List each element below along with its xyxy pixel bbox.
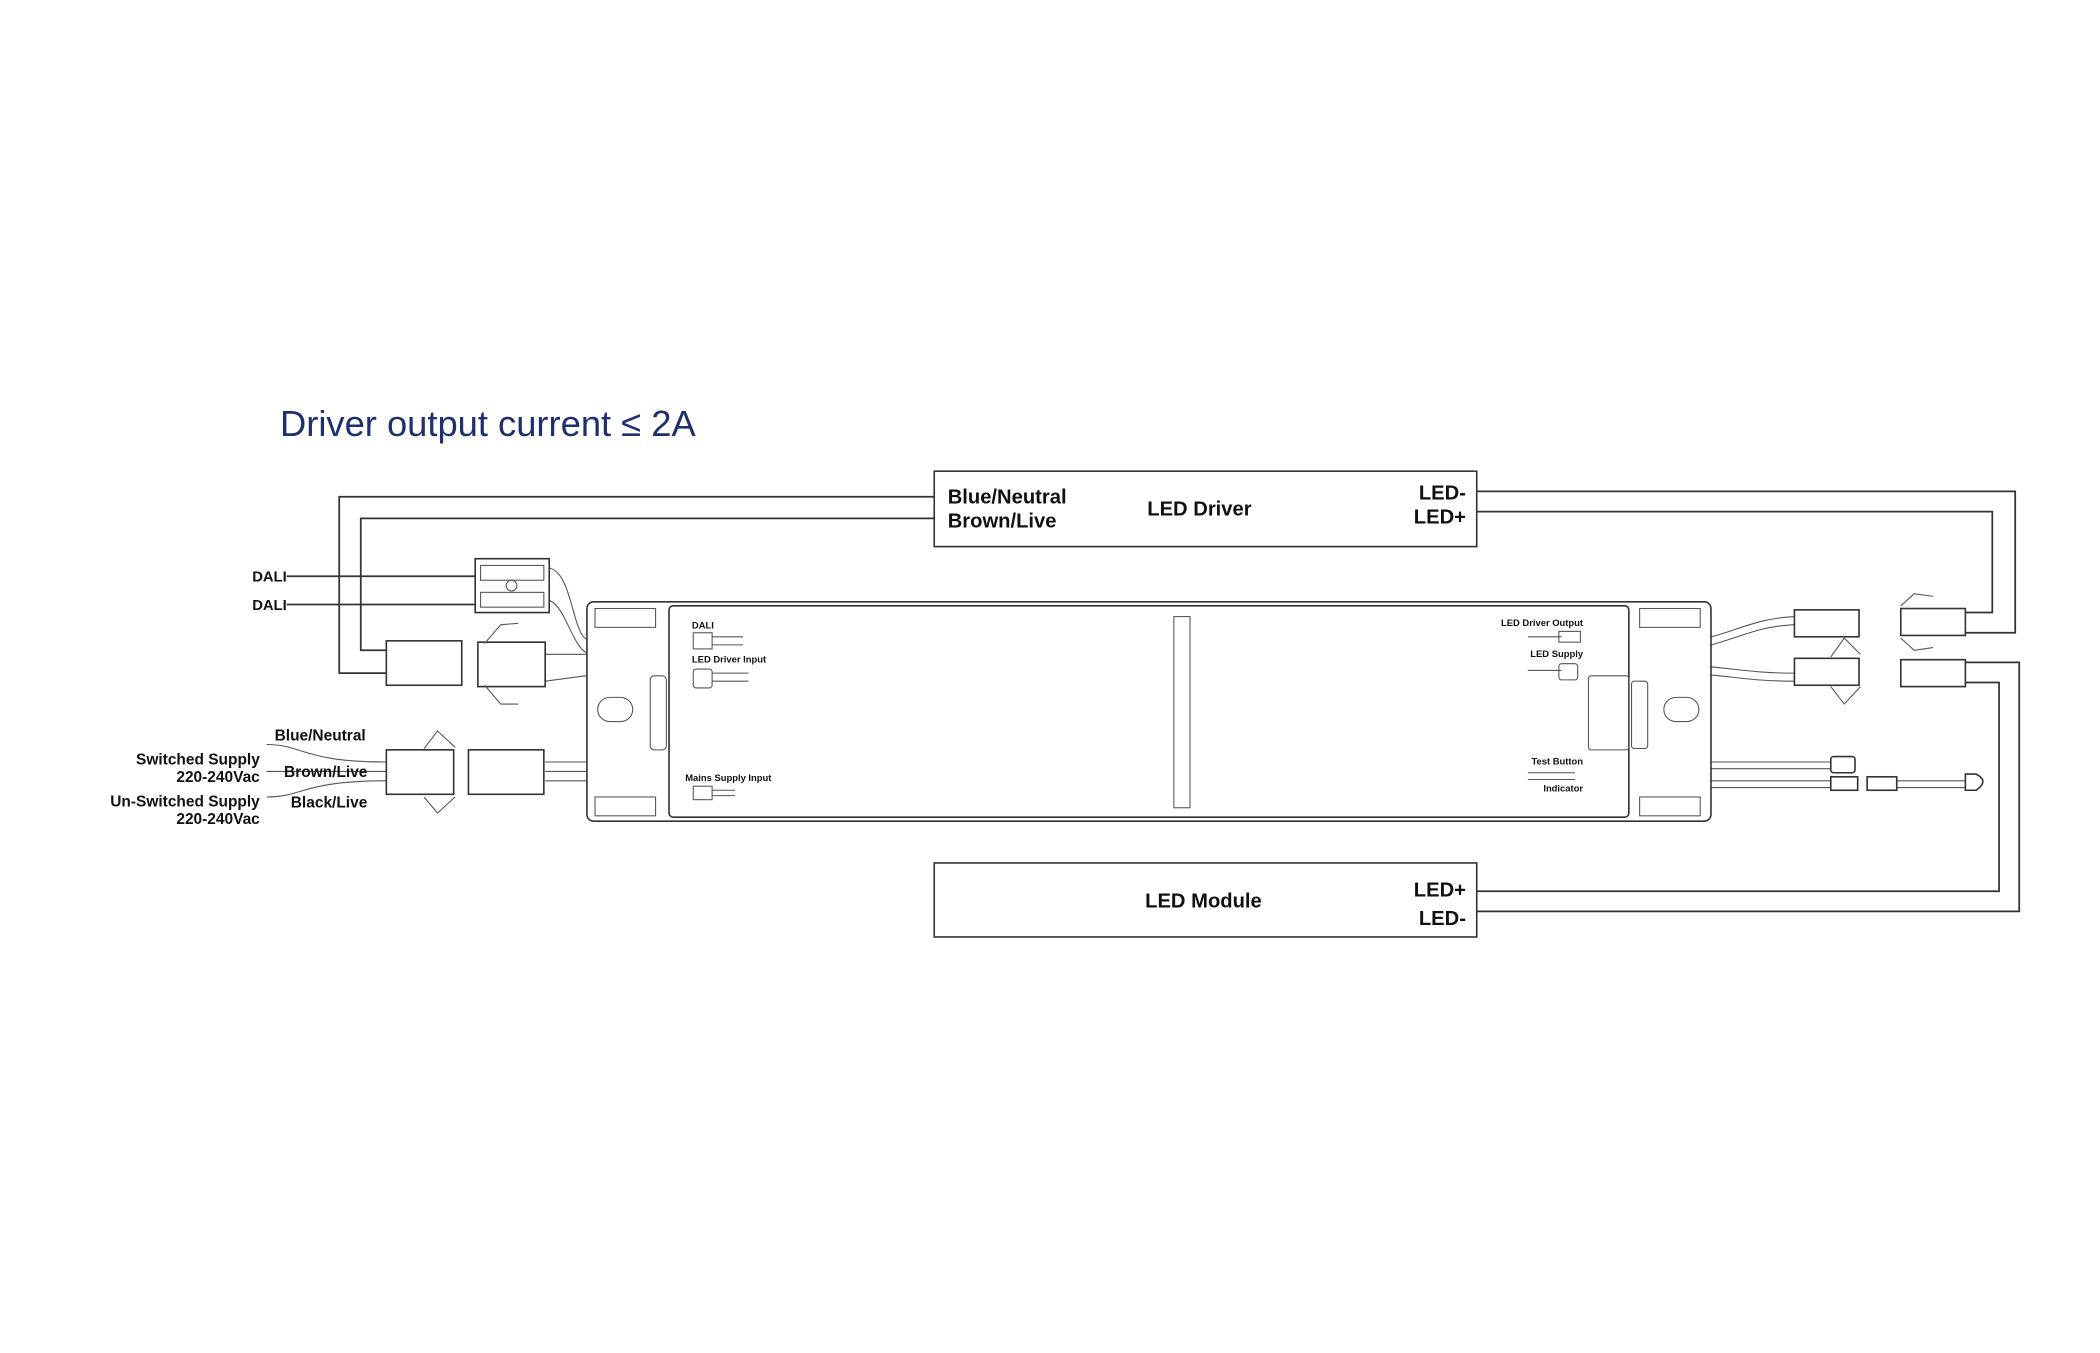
unit-led-supply-label: LED Supply — [1530, 648, 1584, 659]
diagram-title: Driver output current ≤ 2A — [280, 403, 696, 444]
driver-input-plug — [385, 640, 463, 687]
indicator-connector — [1829, 775, 1859, 792]
driver-led-neg: LED- — [1419, 482, 1466, 504]
mains-socket — [385, 749, 455, 796]
mains-plug — [467, 749, 545, 796]
unit-indicator-label: Indicator — [1543, 783, 1583, 794]
driver-led-pos: LED+ — [1414, 507, 1466, 529]
dali-label-1: DALI — [252, 570, 287, 586]
connectors — [385, 557, 1984, 814]
led-driver-box: Blue/Neutral Brown/Live LED Driver LED- … — [933, 470, 1478, 548]
driver-input-socket — [477, 641, 547, 688]
driver-name: LED Driver — [1147, 499, 1251, 521]
output-plug-1 — [1793, 609, 1860, 638]
unit-led-driver-output-label: LED Driver Output — [1501, 617, 1584, 628]
unit-mains-supply-input-label: Mains Supply Input — [685, 772, 772, 783]
left-labels: DALI DALI Blue/Neutral Brown/Live Black/… — [110, 570, 368, 828]
led-module-box: LED Module LED+ LED- — [933, 862, 1478, 938]
test-button-connector — [1829, 755, 1856, 774]
driver-return-socket — [1899, 607, 1967, 637]
driver-live-label: Brown/Live — [948, 511, 1057, 533]
emergency-unit: DALI LED Driver Input Mains Supply Input… — [586, 600, 1712, 823]
output-plug-2 — [1793, 657, 1860, 687]
module-led-neg: LED- — [1419, 908, 1466, 930]
switched-voltage-label: 220-240Vac — [176, 769, 260, 786]
module-name: LED Module — [1145, 890, 1262, 912]
indicator-plug — [1866, 775, 1898, 792]
switched-supply-label: Switched Supply — [136, 752, 260, 769]
black-live-label: Black/Live — [291, 795, 368, 812]
module-led-pos: LED+ — [1414, 880, 1466, 902]
unit-dali-label: DALI — [692, 620, 714, 631]
blue-neutral-label: Blue/Neutral — [275, 727, 366, 744]
unswitched-supply-label: Un-Switched Supply — [110, 793, 260, 810]
indicator-led — [1964, 773, 1984, 792]
driver-neutral-label: Blue/Neutral — [948, 487, 1067, 509]
wires — [266, 490, 2021, 913]
unit-test-button-label: Test Button — [1532, 756, 1584, 767]
dali-label-2: DALI — [252, 598, 287, 614]
unit-led-driver-input-label: LED Driver Input — [692, 653, 767, 664]
brown-live-label: Brown/Live — [284, 764, 368, 781]
module-socket — [1899, 658, 1967, 688]
unswitched-voltage-label: 220-240Vac — [176, 811, 260, 828]
dali-terminal-block — [474, 557, 551, 614]
